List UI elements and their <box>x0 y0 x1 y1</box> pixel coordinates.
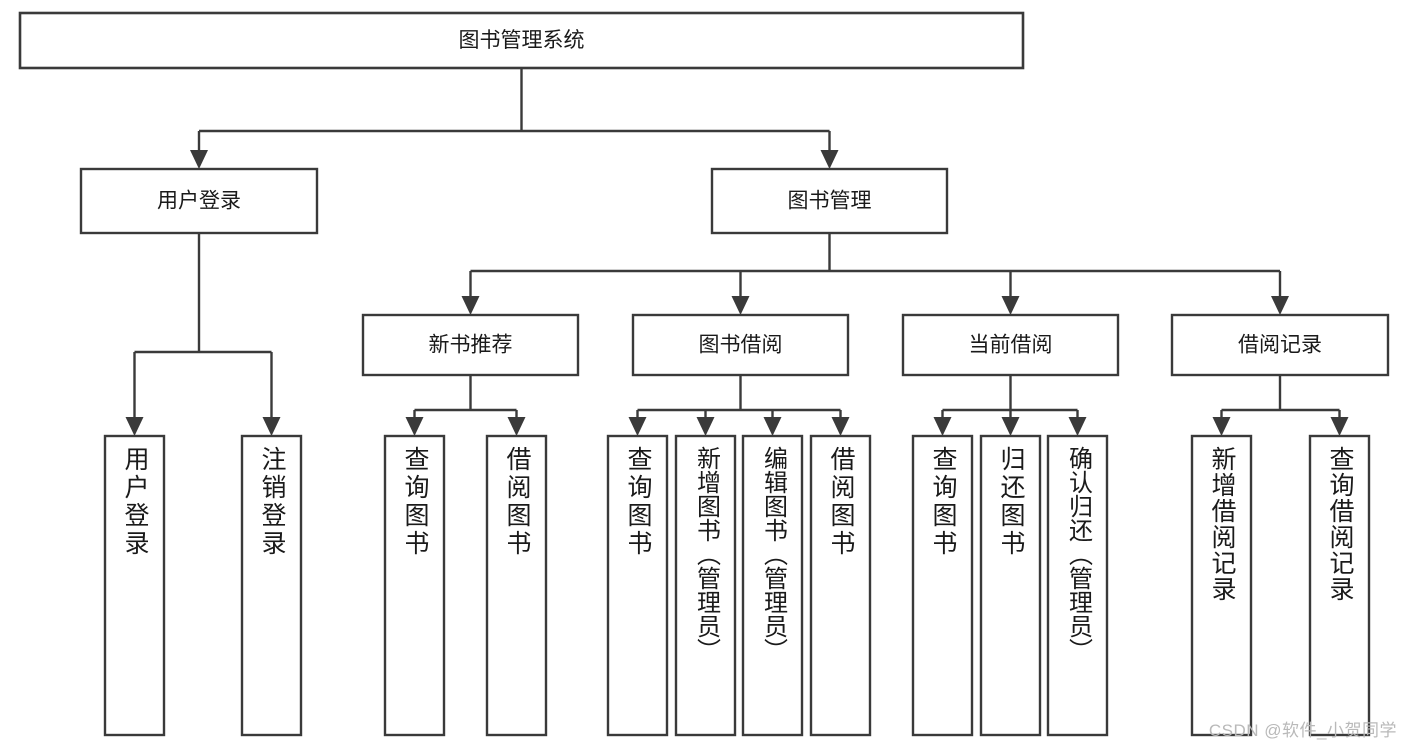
arrow-head-icon <box>1068 417 1087 436</box>
node-box-leaf-user-logout[interactable] <box>240 434 303 737</box>
node-box-leaf-user-login[interactable] <box>103 434 166 737</box>
arrow-head-icon <box>1330 417 1349 436</box>
node-box-leaf-add-book[interactable] <box>674 434 737 737</box>
watermark-text: CSDN @软件_小贺同学 <box>1208 721 1397 740</box>
node-box-leaf-query-record[interactable] <box>1308 434 1371 737</box>
node-box-leaf-borrow-book[interactable] <box>809 434 872 737</box>
arrow-head-icon <box>831 417 850 436</box>
arrow-head-icon <box>262 417 281 436</box>
node-box-borrow-record[interactable] <box>1170 313 1390 377</box>
node-label-user-login: 用户登录 <box>157 190 241 213</box>
node-label-root: 图书管理系统 <box>459 29 585 52</box>
node-label-book-manage: 图书管理 <box>788 190 872 213</box>
arrow-head-icon <box>628 417 647 436</box>
node-label-book-borrow: 图书借阅 <box>699 334 783 357</box>
arrow-head-icon <box>731 296 750 315</box>
arrow-head-icon <box>125 417 144 436</box>
arrow-head-icon <box>1001 417 1020 436</box>
node-box-leaf-query-book[interactable] <box>606 434 669 737</box>
node-label-borrow-record: 借阅记录 <box>1238 334 1322 357</box>
arrow-head-icon <box>696 417 715 436</box>
connector-layer <box>125 68 1349 436</box>
arrow-head-icon <box>190 150 208 169</box>
arrow-head-icon <box>405 417 424 436</box>
arrow-head-icon <box>507 417 526 436</box>
node-box-leaf-edit-book[interactable] <box>741 434 804 737</box>
node-box-leaf-query-book-cur[interactable] <box>911 434 974 737</box>
node-box-book-borrow[interactable] <box>631 313 850 377</box>
node-box-root[interactable] <box>18 11 1025 70</box>
node-box-book-manage[interactable] <box>710 167 949 235</box>
arrow-head-icon <box>1212 417 1231 436</box>
node-box-leaf-return-book[interactable] <box>979 434 1042 737</box>
arrow-head-icon <box>1001 296 1020 315</box>
arrow-head-icon <box>933 417 952 436</box>
node-box-layer <box>18 11 1390 737</box>
arrow-head-icon <box>1271 296 1289 315</box>
node-box-user-login[interactable] <box>79 167 319 235</box>
node-box-current-borrow[interactable] <box>901 313 1120 377</box>
node-box-new-book-rec[interactable] <box>361 313 580 377</box>
arrow-head-icon <box>461 296 480 315</box>
node-label-new-book-rec: 新书推荐 <box>429 334 513 357</box>
node-box-leaf-query-book-rec[interactable] <box>383 434 446 737</box>
node-box-leaf-borrow-book-rec[interactable] <box>485 434 548 737</box>
arrow-head-icon <box>763 417 782 436</box>
node-box-leaf-add-record[interactable] <box>1190 434 1253 737</box>
node-label-current-borrow: 当前借阅 <box>969 334 1053 357</box>
arrow-head-icon <box>820 150 839 169</box>
node-box-leaf-confirm-return[interactable] <box>1046 434 1109 737</box>
